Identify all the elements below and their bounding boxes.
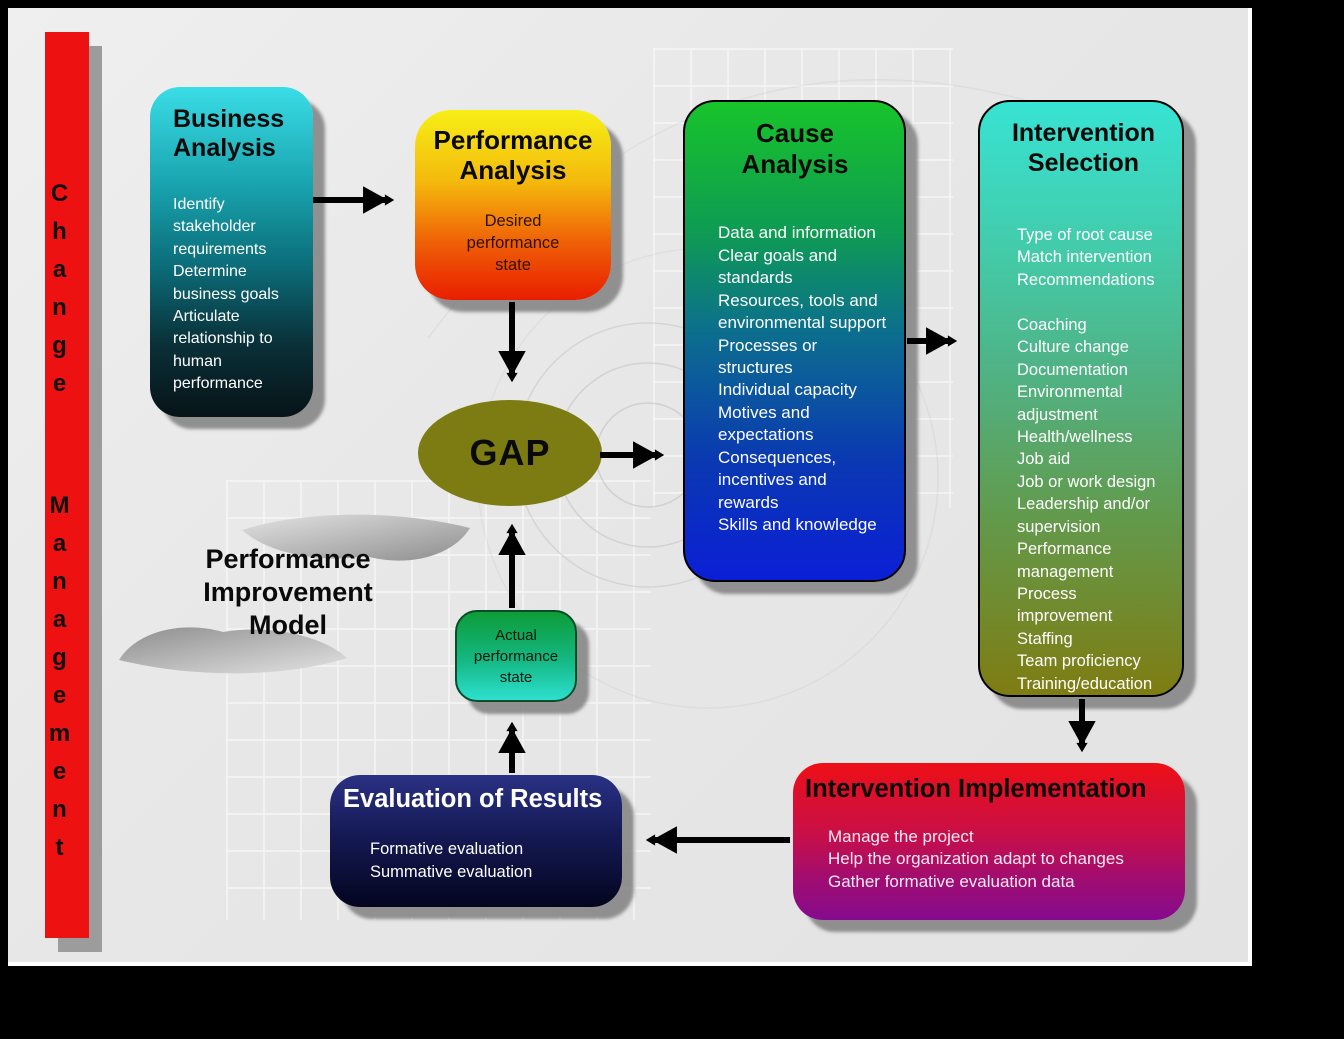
intervention-implementation-title: Intervention Implementation [805, 775, 1147, 803]
intervention-selection-box: Intervention Selection Type of root caus… [978, 100, 1184, 697]
actual-performance-state-box: Actual performance state [455, 610, 577, 702]
cause-analysis-title: Cause Analysis [741, 118, 849, 180]
change-label: Change [46, 180, 73, 408]
intervention-selection-title: Intervention Selection [1011, 119, 1156, 177]
gap-ellipse: GAP [418, 400, 602, 506]
performance-analysis-box: Performance Analysis Desired performance… [415, 110, 611, 300]
performance-analysis-title: Performance Analysis [433, 125, 593, 185]
change-management-bar: Change Management [45, 32, 89, 938]
gap-label: GAP [469, 432, 551, 473]
evaluation-of-results-body: Formative evaluation Summative evaluatio… [370, 840, 533, 881]
management-label: Management [46, 492, 73, 872]
business-analysis-body: Identify stakeholder requirements Determ… [173, 196, 279, 393]
business-analysis-title: Business Analysis [173, 105, 285, 162]
intervention-implementation-box: Intervention Implementation Manage the p… [793, 763, 1185, 920]
cause-analysis-box: Cause Analysis Data and information Clea… [683, 100, 906, 582]
performance-analysis-body: Desired performance state [466, 211, 560, 275]
intervention-implementation-body: Manage the project Help the organization… [828, 827, 1124, 891]
evaluation-of-results-title: Evaluation of Results [343, 785, 603, 813]
evaluation-of-results-box: Evaluation of Results Formative evaluati… [330, 775, 622, 907]
model-title: Performance Improvement Model [203, 544, 373, 640]
intervention-selection-body: Type of root cause Match intervention Re… [1017, 226, 1156, 693]
actual-performance-state-body: Actual performance state [473, 626, 559, 686]
business-analysis-box: Business Analysis Identify stakeholder r… [150, 87, 313, 417]
cause-analysis-body: Data and information Clear goals and sta… [718, 223, 887, 535]
